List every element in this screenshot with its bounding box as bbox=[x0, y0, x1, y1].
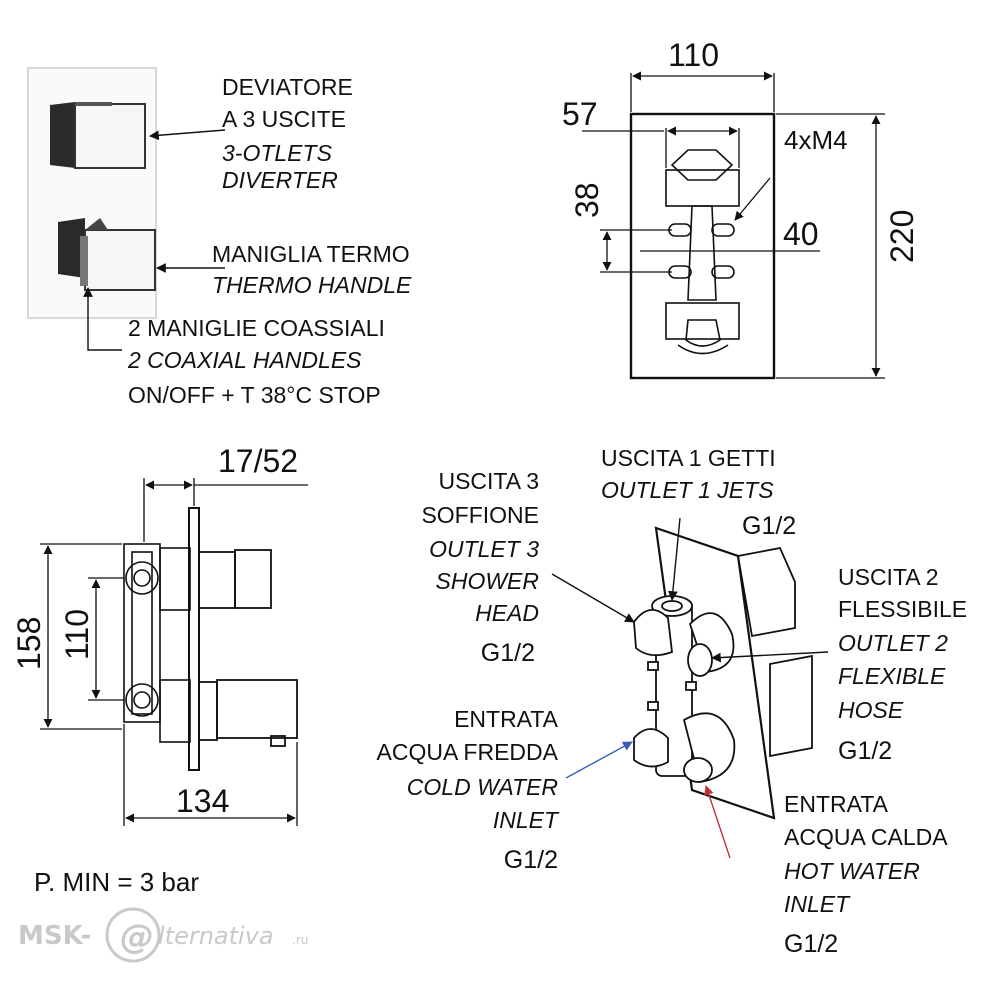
front-width-label: 110 bbox=[668, 37, 719, 73]
front-height-label: 220 bbox=[884, 210, 920, 263]
outlet3-line1: USCITA 3 bbox=[438, 468, 539, 494]
side-dimensions bbox=[40, 478, 308, 826]
cold-line4: INLET bbox=[493, 807, 560, 833]
outlet2-line2: FLESSIBILE bbox=[838, 596, 967, 622]
front-mechanism bbox=[665, 149, 740, 355]
front-dimensions bbox=[582, 71, 885, 379]
front-offset-label: 40 bbox=[783, 216, 819, 252]
legend-diverter-line3: 3-OTLETS bbox=[222, 140, 333, 166]
outlet2-label: USCITA 2 FLESSIBILE OUTLET 2 FLEXIBLE HO… bbox=[838, 564, 967, 765]
outlet2-line5: HOSE bbox=[838, 697, 904, 723]
front-holes-label: 57 bbox=[562, 96, 598, 132]
outlet3-label: USCITA 3 SOFFIONE OUTLET 3 SHOWER HEAD G… bbox=[421, 468, 539, 667]
outlet2-line1: USCITA 2 bbox=[838, 564, 939, 590]
side-inner-label: 110 bbox=[59, 609, 95, 660]
side-height-label: 158 bbox=[11, 617, 47, 670]
legend-thermo-line1: MANIGLIA TERMO bbox=[212, 241, 410, 267]
iso-view bbox=[633, 526, 813, 820]
outlet1-label: USCITA 1 GETTI OUTLET 1 JETS G1/2 bbox=[601, 445, 796, 540]
legend-thermo: MANIGLIA TERMO THERMO HANDLE bbox=[212, 241, 412, 298]
pressure-note: P. MIN = 3 bar bbox=[34, 867, 199, 897]
side-handles bbox=[198, 549, 298, 747]
front-view bbox=[582, 71, 885, 380]
watermark-glyph: @ bbox=[120, 917, 154, 957]
outlet3-line2: SOFFIONE bbox=[421, 502, 539, 528]
product-image bbox=[27, 67, 157, 319]
hot-line2: ACQUA CALDA bbox=[784, 824, 948, 850]
watermark-left: MSK- bbox=[18, 921, 91, 951]
legend-diverter-line2: A 3 USCITE bbox=[222, 106, 346, 132]
cold-line5: G1/2 bbox=[504, 846, 558, 874]
outlet3-line5: HEAD bbox=[475, 600, 539, 626]
side-view bbox=[40, 478, 308, 826]
front-screws-label: 4xM4 bbox=[784, 125, 848, 155]
hot-inlet-label: ENTRATA ACQUA CALDA HOT WATER INLET G1/2 bbox=[784, 791, 948, 958]
outlet2-line4: FLEXIBLE bbox=[838, 663, 946, 689]
watermark-right: lternativa bbox=[158, 922, 274, 950]
legend-coaxial: 2 MANIGLIE COASSIALI 2 COAXIAL HANDLES O… bbox=[127, 315, 385, 408]
front-spacing-label: 38 bbox=[569, 182, 605, 218]
outlet3-line6: G1/2 bbox=[481, 639, 535, 667]
legend-coaxial-line2: 2 COAXIAL HANDLES bbox=[127, 347, 362, 373]
legend-leaders bbox=[83, 129, 226, 351]
hot-line1: ENTRATA bbox=[784, 791, 889, 817]
legend-coaxial-line1: 2 MANIGLIE COASSIALI bbox=[128, 315, 385, 341]
outlet1-line2: OUTLET 1 JETS bbox=[601, 477, 774, 503]
legend-diverter: DEVIATORE A 3 USCITE 3-OTLETS DIVERTER bbox=[222, 74, 353, 193]
outlet2-line3: OUTLET 2 bbox=[838, 630, 948, 656]
legend-thermo-line2: THERMO HANDLE bbox=[212, 272, 412, 298]
cold-inlet-label: ENTRATA ACQUA FREDDA COLD WATER INLET G1… bbox=[377, 706, 560, 874]
hot-line3: HOT WATER bbox=[784, 858, 920, 884]
hot-line5: G1/2 bbox=[784, 930, 838, 958]
outlet2-line6: G1/2 bbox=[838, 737, 892, 765]
hot-line4: INLET bbox=[784, 891, 851, 917]
cold-line1: ENTRATA bbox=[454, 706, 559, 732]
legend-coaxial-line3: ON/OFF + T 38°C STOP bbox=[128, 382, 381, 408]
outlet1-line1: USCITA 1 GETTI bbox=[601, 445, 776, 471]
watermark-circle-icon bbox=[105, 907, 161, 963]
outlet1-line3: G1/2 bbox=[742, 512, 796, 540]
side-depth-label: 17/52 bbox=[218, 443, 298, 479]
cold-line3: COLD WATER bbox=[407, 774, 558, 800]
cold-line2: ACQUA FREDDA bbox=[377, 739, 559, 765]
legend-diverter-line1: DEVIATORE bbox=[222, 74, 353, 100]
side-length-label: 134 bbox=[176, 783, 229, 819]
outlet3-line3: OUTLET 3 bbox=[429, 536, 539, 562]
outlet3-line4: SHOWER bbox=[436, 568, 540, 594]
watermark: MSK- @ lternativa .ru bbox=[18, 907, 308, 963]
watermark-suffix: .ru bbox=[292, 933, 308, 947]
side-body bbox=[123, 543, 191, 743]
legend-diverter-line4: DIVERTER bbox=[222, 167, 338, 193]
iso-leaders bbox=[551, 517, 829, 859]
